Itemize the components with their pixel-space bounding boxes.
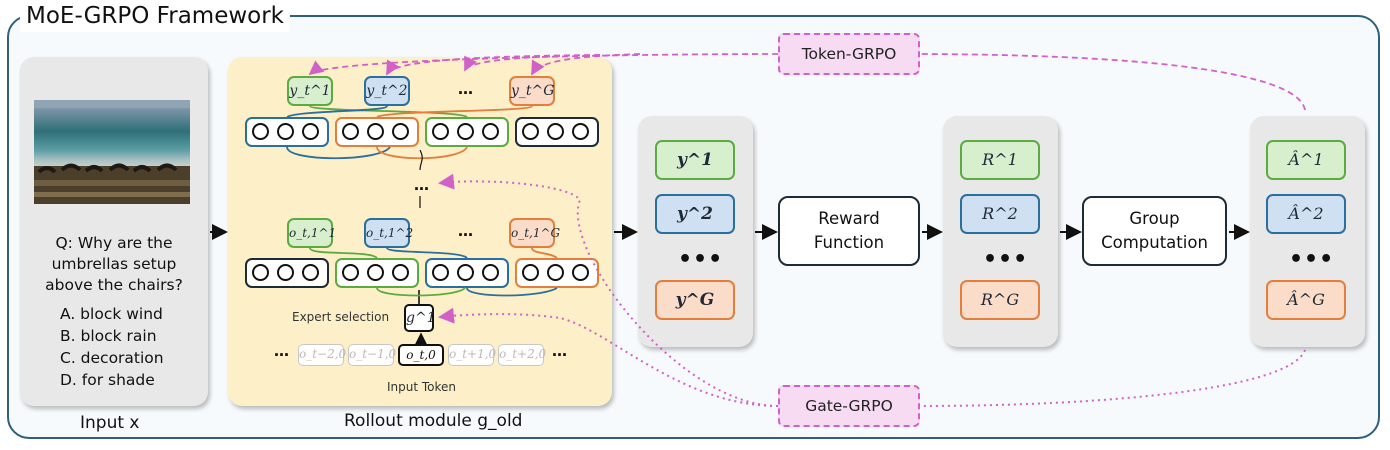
gate-grpo-line-right xyxy=(919,349,1306,407)
question-line-1: Q: Why are the xyxy=(55,234,173,252)
route-orange-up-top xyxy=(376,105,533,118)
middle-dots: … xyxy=(414,176,429,194)
beach-photo-drawing xyxy=(34,100,190,204)
group-line-2: Computation xyxy=(1101,233,1208,252)
expert-circle xyxy=(482,123,499,140)
rewards-dots: ••• xyxy=(983,247,1029,272)
expert-circle xyxy=(522,264,539,281)
route-blue-top xyxy=(286,146,391,160)
expert-circle xyxy=(342,123,359,140)
expert-circle xyxy=(342,264,359,281)
input-caption: Input x xyxy=(80,413,140,433)
option-a: A. block wind xyxy=(60,305,163,323)
middle-link-up xyxy=(419,149,423,171)
token-1: o_t−2,0 xyxy=(298,344,346,366)
output-y2: y^2 xyxy=(655,194,735,234)
expert-circle xyxy=(547,264,564,281)
expert-circle xyxy=(277,264,294,281)
output-bottom-g: o_t,1^G xyxy=(509,218,560,248)
advantage-ag: Â^G xyxy=(1266,280,1346,320)
reward-r1: R^1 xyxy=(960,140,1040,180)
reward-r2: R^2 xyxy=(960,194,1040,234)
output-y1: y^1 xyxy=(655,140,735,180)
output-top-1: y_t^1 xyxy=(287,76,333,106)
expert-circle xyxy=(522,123,539,140)
group-line-1: Group xyxy=(1129,209,1180,228)
route-blue-bottom xyxy=(466,287,558,297)
token-grpo-to-yg xyxy=(531,53,641,76)
expert-circle xyxy=(277,123,294,140)
expert-circle xyxy=(252,123,269,140)
framework-title: MoE-GRPO Framework xyxy=(20,0,290,32)
token-5: o_t+2,0 xyxy=(498,344,546,366)
expert-circle xyxy=(302,264,319,281)
route-green-up-bottom xyxy=(309,247,378,259)
question-line-3: above the chairs? xyxy=(45,276,183,294)
route-green-bottom xyxy=(376,287,466,297)
route-green-up-top xyxy=(309,105,468,118)
output-yg: y^G xyxy=(655,280,735,320)
question-line-2: umbrellas setup xyxy=(51,255,177,273)
reward-line-2: Function xyxy=(813,233,885,252)
token-4: o_t+1,0 xyxy=(448,344,496,366)
expert-circle xyxy=(457,264,474,281)
expert-circle xyxy=(392,264,409,281)
token-grpo-to-y1 xyxy=(308,53,779,76)
route-orange-top xyxy=(376,146,468,160)
advantages-dots: ••• xyxy=(1289,247,1335,272)
expert-circle xyxy=(547,123,564,140)
reward-rg: R^G xyxy=(960,280,1040,320)
expert-circle xyxy=(367,123,384,140)
option-c: C. decoration xyxy=(60,349,164,367)
route-blue-up-top xyxy=(286,105,388,118)
advantage-a1: Â^1 xyxy=(1266,140,1346,180)
reward-line-1: Reward xyxy=(818,209,880,228)
token-dots-right: … xyxy=(552,342,567,360)
expert-circle xyxy=(572,123,589,140)
expert-selection-label: Expert selection xyxy=(292,310,390,324)
option-b: B. block rain xyxy=(60,327,157,345)
expert-circle xyxy=(482,264,499,281)
output-top-2: y_t^2 xyxy=(364,76,410,106)
token-2: o_t−1,0 xyxy=(348,344,396,366)
expert-circle xyxy=(457,123,474,140)
expert-circle xyxy=(252,264,269,281)
gate-grpo-to-middle xyxy=(438,173,779,407)
token-grpo-to-dots xyxy=(464,54,601,72)
output-bottom-2: o_t,1^2 xyxy=(364,218,413,248)
output-bottom-1: o_t,1^1 xyxy=(287,218,336,248)
gate-box: g^1 xyxy=(404,304,436,332)
beach-photo xyxy=(34,100,190,204)
gate-grpo-to-gate xyxy=(438,307,779,407)
option-d: D. for shade xyxy=(60,371,155,389)
expert-circle xyxy=(572,264,589,281)
expert-circle xyxy=(432,264,449,281)
input-token-label: Input Token xyxy=(387,380,457,394)
expert-circle xyxy=(432,123,449,140)
rollout-caption: Rollout module g_old xyxy=(344,411,523,431)
route-blue-up-bottom xyxy=(386,247,468,259)
route-orange-up-bottom xyxy=(531,247,558,259)
expert-circle xyxy=(367,264,384,281)
token-grpo-line-right xyxy=(919,53,1306,111)
token-grpo-label: Token-GRPO xyxy=(778,33,920,75)
output-bottom-dots: … xyxy=(458,222,473,240)
output-top-dots: … xyxy=(458,80,473,98)
outputs-dots: ••• xyxy=(678,247,724,272)
token-dots-left: … xyxy=(274,342,289,360)
expert-circle xyxy=(392,123,409,140)
advantage-a2: Â^2 xyxy=(1266,194,1346,234)
expert-circle xyxy=(302,123,319,140)
gate-grpo-label: Gate-GRPO xyxy=(778,385,920,427)
output-top-g: y_t^G xyxy=(509,76,555,106)
